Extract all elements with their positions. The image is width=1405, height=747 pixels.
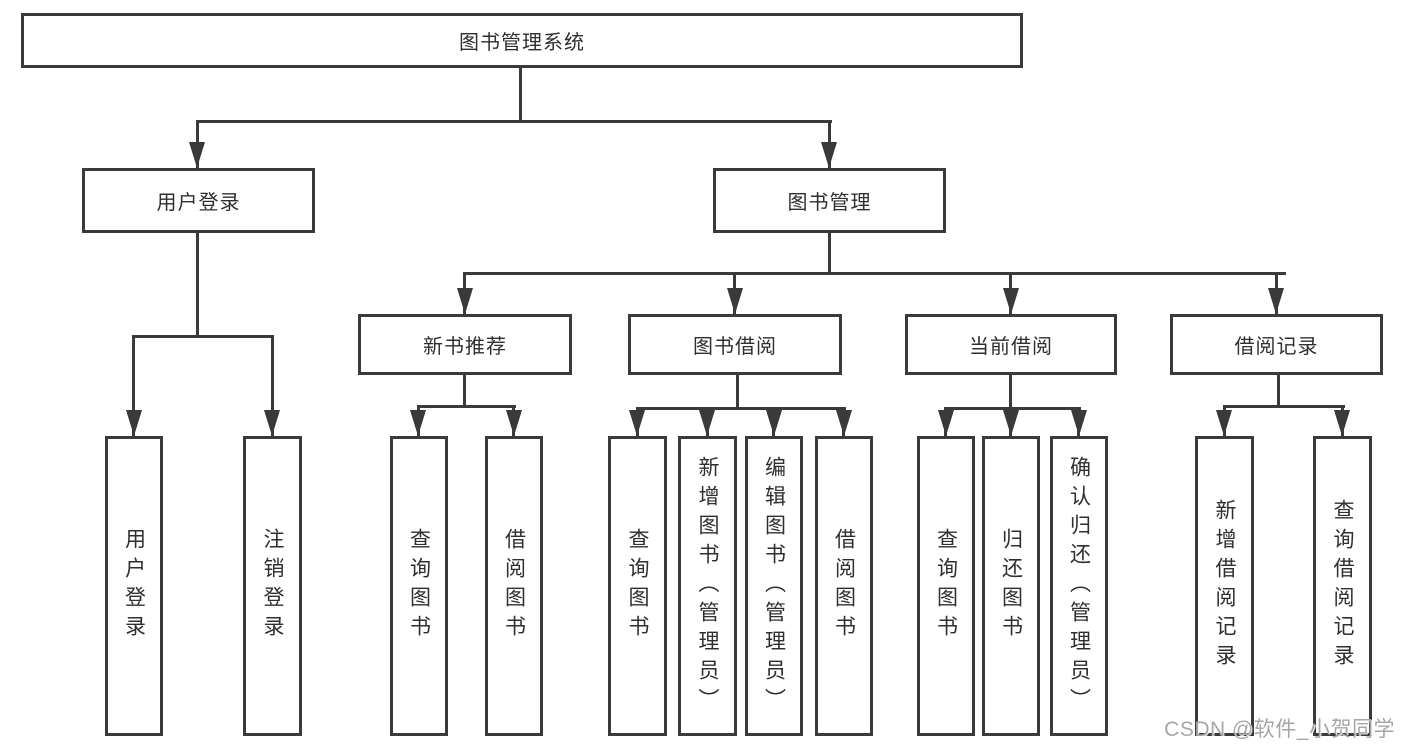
node-label: 归还图书 [999,528,1023,644]
connector-vline [736,375,739,409]
leaf-borrow-query-books: 查询图书 [608,436,667,736]
arrow-down-icon [699,410,715,436]
leaf-borrow-borrow-books: 借阅图书 [815,436,873,736]
node-user-login: 用户登录 [82,168,315,233]
connector-hline [196,120,832,123]
arrow-down-icon [189,142,205,168]
connector-vline [132,335,135,436]
node-label: 编辑图书（管理员） [762,455,786,717]
arrow-down-icon [264,410,280,436]
leaf-borrow-add-books-admin: 新增图书（管理员） [678,436,737,736]
node-current-borrow: 当前借阅 [905,314,1117,375]
arrow-down-icon [506,410,522,436]
leaf-records-query-record: 查询借阅记录 [1313,436,1372,736]
leaf-logout: 注销登录 [243,436,302,736]
node-label: 图书管理 [787,192,872,214]
arrow-down-icon [938,410,954,436]
node-label: 借阅图书 [832,528,856,644]
node-label: 图书管理系统 [459,32,585,54]
node-label: 用户登录 [156,192,241,214]
node-book-borrow: 图书借阅 [628,314,842,375]
node-library-management-system: 图书管理系统 [21,13,1023,68]
arrow-down-icon [457,288,473,314]
connector-vline [519,68,522,122]
arrow-down-icon [1003,288,1019,314]
arrow-down-icon [766,410,782,436]
arrow-down-icon [1334,410,1350,436]
connector-hline [463,272,1286,275]
arrow-down-icon [1216,410,1232,436]
arrow-down-icon [629,410,645,436]
leaf-borrow-edit-books-admin: 编辑图书（管理员） [745,436,803,736]
connector-hline [636,407,846,410]
connector-vline [463,375,466,407]
node-label: 查询借阅记录 [1331,499,1354,673]
connector-hline [944,407,1081,410]
node-label: 新书推荐 [423,336,507,358]
node-label: 查询图书 [407,528,431,644]
node-label: 查询图书 [626,528,649,644]
connector-vline [1277,375,1280,407]
connector-vline [1009,375,1012,409]
connector-vline [271,335,274,436]
node-label: 新增图书（管理员） [696,455,719,717]
leaf-records-add-record: 新增借阅记录 [1195,436,1254,736]
node-borrow-records: 借阅记录 [1170,314,1383,375]
leaf-current-confirm-return-admin: 确认归还（管理员） [1050,436,1108,736]
connector-hline [1223,405,1345,408]
arrow-down-icon [727,288,743,314]
node-label: 图书借阅 [693,336,777,358]
leaf-user-login: 用户登录 [105,436,163,736]
arrow-down-icon [410,410,426,436]
arrow-down-icon [1268,288,1284,314]
node-label: 确认归还（管理员） [1067,455,1091,717]
node-label: 当前借阅 [969,336,1053,358]
leaf-current-query-books: 查询图书 [917,436,975,736]
connector-hline [417,405,516,408]
arrow-down-icon [821,142,837,168]
node-label: 查询图书 [934,528,958,644]
node-label: 用户登录 [122,528,146,644]
connector-vline [828,233,831,274]
node-label: 新增借阅记录 [1213,499,1236,673]
node-label: 借阅记录 [1234,336,1319,358]
node-new-book-recommend: 新书推荐 [358,314,572,375]
csdn-watermark: CSDN @软件_小贺同学 [1164,718,1395,741]
node-book-management: 图书管理 [713,168,946,233]
leaf-current-return-books: 归还图书 [982,436,1040,736]
arrow-down-icon [1003,410,1019,436]
node-label: 借阅图书 [502,528,526,644]
leaf-recommend-borrow-books: 借阅图书 [485,436,543,736]
connector-hline [132,335,274,338]
connector-vline [196,233,199,337]
arrow-down-icon [836,410,852,436]
node-label: 注销登录 [261,528,284,644]
leaf-recommend-query-books: 查询图书 [390,436,448,736]
arrow-down-icon [1071,410,1087,436]
arrow-down-icon [126,410,142,436]
